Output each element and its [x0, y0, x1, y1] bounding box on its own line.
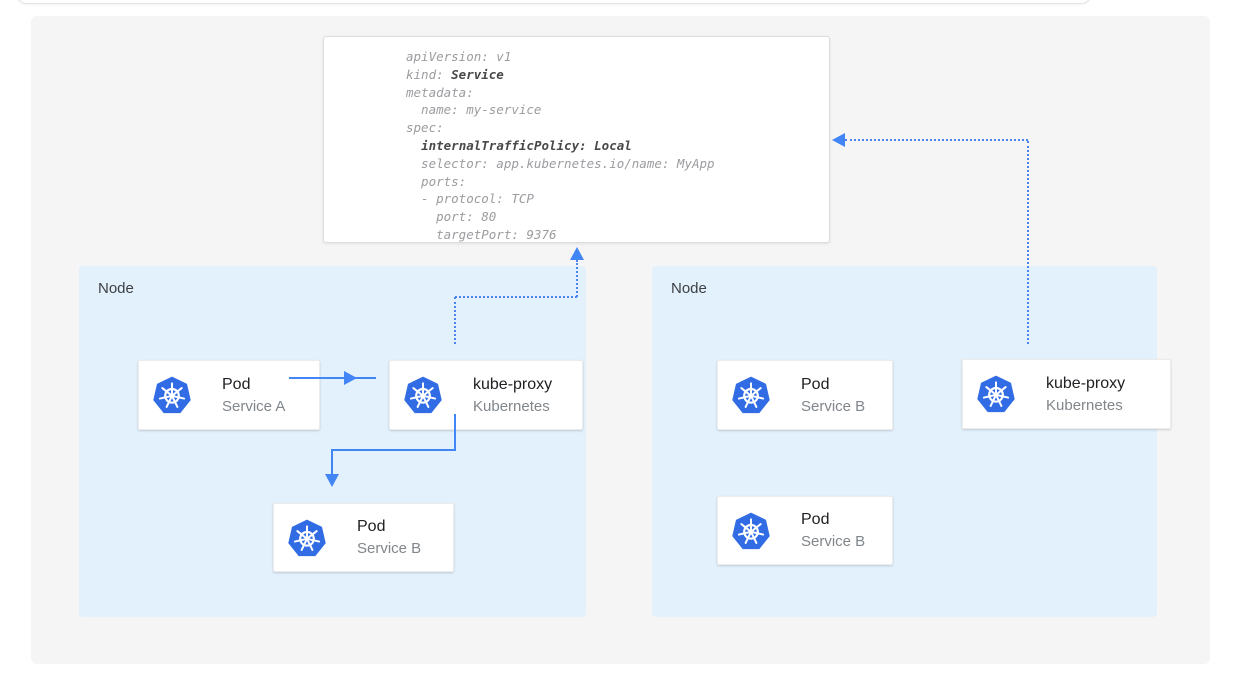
kubernetes-icon	[731, 375, 771, 415]
pod-card-service-b-right-bottom: Pod Service B	[717, 496, 893, 565]
kubernetes-icon	[976, 374, 1016, 414]
kube-proxy-card-right: kube-proxy Kubernetes	[962, 359, 1171, 429]
node-label: Node	[98, 280, 134, 297]
pod-card-service-b-right-top: Pod Service B	[717, 360, 893, 430]
kube-proxy-card-left: kube-proxy Kubernetes	[389, 360, 583, 430]
node-right: Node Pod Service B	[652, 266, 1171, 617]
node-label: Node	[671, 280, 707, 297]
arrowhead-right	[344, 371, 357, 385]
kubernetes-icon	[731, 511, 771, 551]
kubernetes-icon	[152, 375, 192, 415]
card-title: Pod	[222, 375, 251, 393]
kubernetes-icon	[287, 518, 327, 558]
node-left: Node Pod Service A	[79, 266, 586, 617]
card-title: kube-proxy	[1046, 374, 1126, 392]
card-subtitle: Service B	[801, 533, 866, 550]
card-title: Pod	[801, 511, 830, 528]
arrowhead-up	[570, 247, 584, 260]
card-title: Pod	[801, 375, 830, 393]
card-title: kube-proxy	[473, 375, 553, 393]
pod-card-service-b-left: Pod Service B	[273, 503, 454, 572]
page-header-edge	[17, 0, 1091, 4]
card-subtitle: Service B	[801, 397, 866, 415]
card-title: Pod	[357, 518, 386, 535]
card-subtitle: Kubernetes	[473, 397, 550, 415]
card-subtitle: Service B	[357, 540, 422, 557]
card-subtitle: Kubernetes	[1046, 396, 1123, 414]
kubernetes-icon	[403, 375, 443, 415]
card-subtitle: Service A	[222, 397, 286, 415]
arrowhead-down	[325, 474, 339, 487]
arrowhead-left	[832, 133, 845, 147]
pod-card-service-a: Pod Service A	[138, 360, 320, 430]
